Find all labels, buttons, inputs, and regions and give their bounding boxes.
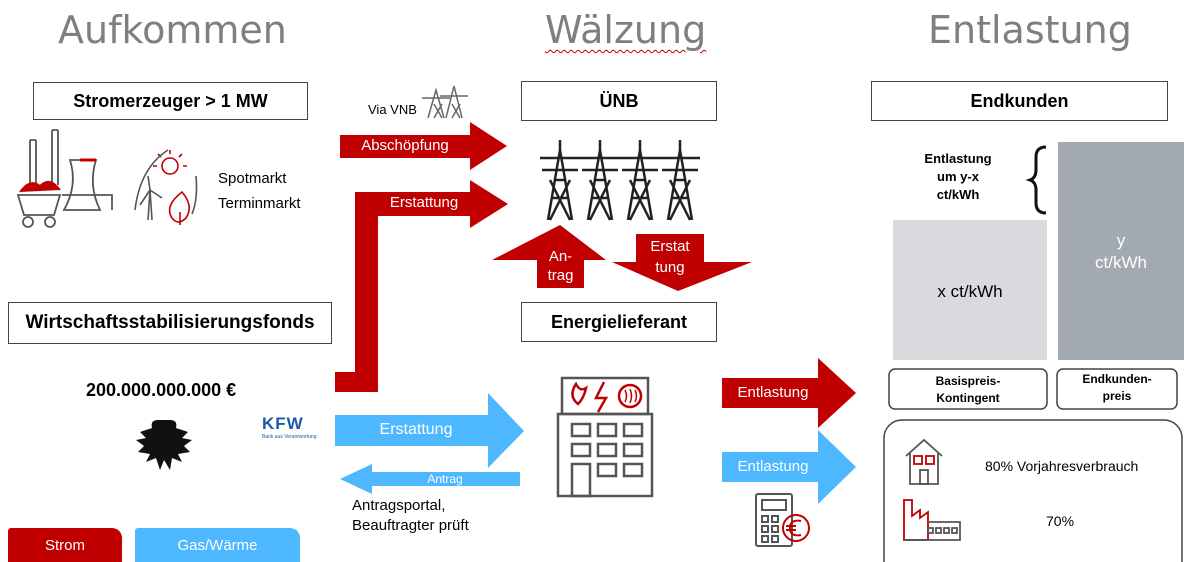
end-bar-label-1: Endkunden- (1082, 372, 1152, 386)
calculator-euro-icon (755, 493, 810, 547)
end-price-bar (1058, 142, 1184, 360)
house-icon (905, 438, 943, 485)
factory-icon (903, 499, 961, 541)
base-price-bar (893, 220, 1047, 360)
heading-waelzung: Wälzung (545, 8, 707, 52)
quota-box (883, 419, 1183, 562)
tso-box: ÜNB (521, 81, 717, 121)
end-price-value-1: y (1116, 231, 1126, 250)
skim-arrow (340, 122, 507, 170)
request-up-arrow (492, 225, 606, 288)
end-label-box (1056, 368, 1178, 410)
request-gas-arrow-label: Antrag (427, 472, 463, 486)
fund-amount: 200.000.000.000 € (86, 380, 237, 400)
transmission-tower-icon (540, 140, 700, 221)
relief-power-arrow-label: Entlastung (737, 384, 809, 401)
vnb-tower-icon (422, 85, 468, 119)
skim-arrow-label: Abschöpfung (361, 137, 449, 154)
refund-down-arrow (612, 234, 752, 291)
refund-down-arrow-label: Erstat tung (636, 236, 704, 278)
via-vnb-label: Via VNB (368, 102, 417, 117)
relief-amount-label-3: ct/kWh (936, 187, 980, 202)
refund-elbow-arrow (335, 180, 508, 392)
relief-gas-arrow (722, 430, 856, 504)
legend-gas: Gas/Wärme (135, 528, 300, 562)
portal-text: Antragsportal, Beauftragter prüft (352, 496, 469, 536)
refund-gas-arrow (335, 393, 524, 468)
request-gas-arrow (340, 464, 520, 494)
base-bar-label: Basispreis- Kontingent (889, 373, 1047, 407)
relief-amount-label: Entlastung um y-x ct/kWh (906, 150, 1010, 204)
relief-amount-label-2: um y-x (937, 169, 979, 184)
kfw-logo-text: KFW (262, 414, 304, 433)
eagle-icon (136, 420, 192, 470)
base-label-box (888, 368, 1048, 410)
forward-market-label: Terminmarkt (218, 195, 301, 212)
portal-text-1: Antragsportal, (352, 497, 446, 514)
refund-down-arrow-label-2: tung (655, 259, 685, 276)
fund-box: Wirtschaftsstabilisierungsfonds (8, 302, 332, 344)
request-arrow-label-2: trag (547, 267, 574, 284)
relief-gas-arrow-label: Entlastung (737, 458, 809, 475)
heading-entlastung: Entlastung (928, 8, 1132, 52)
refund-gas-arrow-label: Erstattung (379, 421, 453, 438)
base-bar-label-2: Kontingent (936, 391, 1000, 405)
request-arrow-label: An- trag (537, 247, 584, 285)
relief-amount-label-1: Entlastung (924, 151, 992, 166)
kfw-tagline: Bank aus Verantwortung (262, 434, 317, 440)
end-bar-label-2: preis (1102, 389, 1132, 403)
industry-quota: 70% (1046, 513, 1075, 529)
request-arrow-label-1: An- (548, 248, 573, 265)
renewables-icon (134, 149, 198, 225)
supplier-box: Energielieferant (521, 302, 717, 342)
portal-text-2: Beauftragter prüft (352, 517, 469, 534)
refund-top-arrow-label: Erstattung (389, 194, 459, 211)
kfw-logo: KFW Bank aus Verantwortung (262, 414, 324, 440)
end-price-value-2: ct/kWh (1095, 253, 1147, 272)
relief-power-arrow (722, 358, 856, 428)
end-bar-label: Endkunden- preis (1057, 371, 1177, 405)
end-customers-box: Endkunden (871, 81, 1168, 121)
heading-aufkommen: Aufkommen (58, 8, 287, 52)
relief-brace (1025, 145, 1047, 215)
power-plant-icon (16, 129, 113, 228)
base-bar-label-1: Basispreis- (935, 374, 1001, 388)
base-price-value: x ct/kWh (937, 282, 1003, 301)
spot-market-label: Spotmarkt (218, 170, 287, 187)
refund-down-arrow-label-1: Erstat (650, 238, 690, 255)
end-price-value: y ct/kWh (1058, 230, 1184, 274)
producer-box: Stromerzeuger > 1 MW (33, 82, 308, 120)
legend-power: Strom (8, 528, 122, 562)
household-quota: 80% Vorjahresverbrauch (985, 458, 1139, 474)
supplier-building-icon (556, 376, 654, 498)
